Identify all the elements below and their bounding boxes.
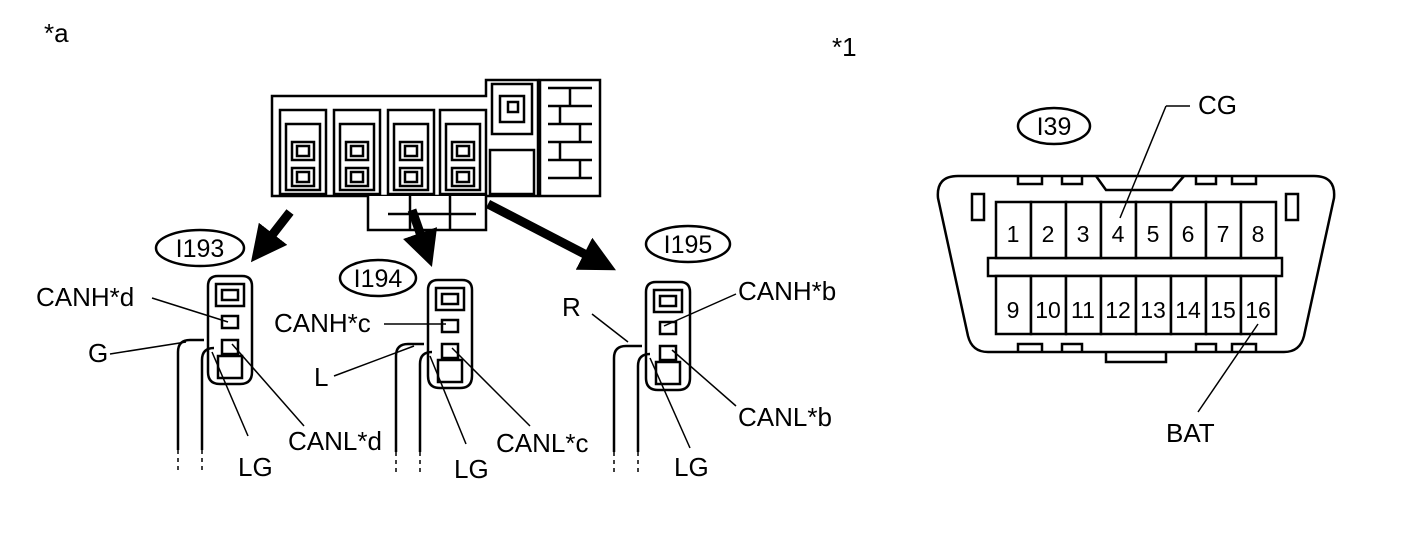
- wire-label-l: L: [314, 362, 328, 392]
- dlc-bat-label: BAT: [1166, 418, 1215, 448]
- connector-i39-label: I39: [1037, 113, 1072, 141]
- dlc-pin-13: 13: [1140, 297, 1166, 323]
- wire-label-canl-b: CANL*b: [738, 402, 832, 432]
- wire-label-lg-i195: LG: [674, 452, 709, 482]
- dlc-pin-1: 1: [1007, 221, 1020, 247]
- dlc-pin-15: 15: [1210, 297, 1236, 323]
- dlc-top-pins: 1 2 3 4 5 6 7 8: [994, 200, 1278, 260]
- connector-i194-label: I194: [354, 265, 403, 293]
- dlc-pin-6: 6: [1182, 221, 1195, 247]
- ref-label-a: *a: [44, 18, 69, 48]
- connector-i193: I193 CANH*d G LG CANL*d: [36, 228, 382, 482]
- dlc-pin-3: 3: [1077, 221, 1090, 247]
- arrow-to-i195: [485, 200, 616, 271]
- dlc-connector-i39: I39 1 2 3 4 5 6 7 8: [936, 90, 1336, 448]
- wire-label-lg-i194: LG: [454, 454, 489, 484]
- connector-i195: I195 R CANH*b LG CANL*b: [562, 224, 836, 482]
- dlc-pin-8: 8: [1252, 221, 1265, 247]
- junction-connector-block: [270, 78, 602, 232]
- dlc-bottom-pins: 9 10 11 12 13 14 15 16: [994, 274, 1278, 336]
- dlc-pin-7: 7: [1217, 221, 1230, 247]
- dlc-pin-5: 5: [1147, 221, 1160, 247]
- arrow-to-i194: [403, 208, 438, 267]
- dlc-pin-11: 11: [1071, 297, 1095, 323]
- connector-i193-label: I193: [176, 235, 225, 263]
- wire-label-g: G: [88, 338, 108, 368]
- wire-label-lg-i193: LG: [238, 452, 273, 482]
- connector-i194: I194 CANH*c L LG CANL*c: [274, 258, 588, 484]
- dlc-cg-label: CG: [1198, 90, 1237, 120]
- wire-label-canl-d: CANL*d: [288, 426, 382, 456]
- ref-label-1: *1: [832, 32, 857, 62]
- wire-label-canl-c: CANL*c: [496, 428, 588, 458]
- arrow-to-i193: [250, 209, 294, 263]
- wire-label-canh-d: CANH*d: [36, 282, 134, 312]
- dlc-pin-2: 2: [1042, 221, 1055, 247]
- dlc-pin-4: 4: [1112, 221, 1125, 247]
- wire-label-r: R: [562, 292, 581, 322]
- dlc-pin-14: 14: [1175, 297, 1201, 323]
- dlc-pin-10: 10: [1035, 297, 1061, 323]
- wire-label-canh-c: CANH*c: [274, 308, 371, 338]
- dlc-pin-9: 9: [1007, 297, 1020, 323]
- dlc-pin-16: 16: [1245, 297, 1271, 323]
- wire-label-canh-b: CANH*b: [738, 276, 836, 306]
- dlc-pin-12: 12: [1105, 297, 1131, 323]
- connector-i195-label: I195: [664, 231, 713, 259]
